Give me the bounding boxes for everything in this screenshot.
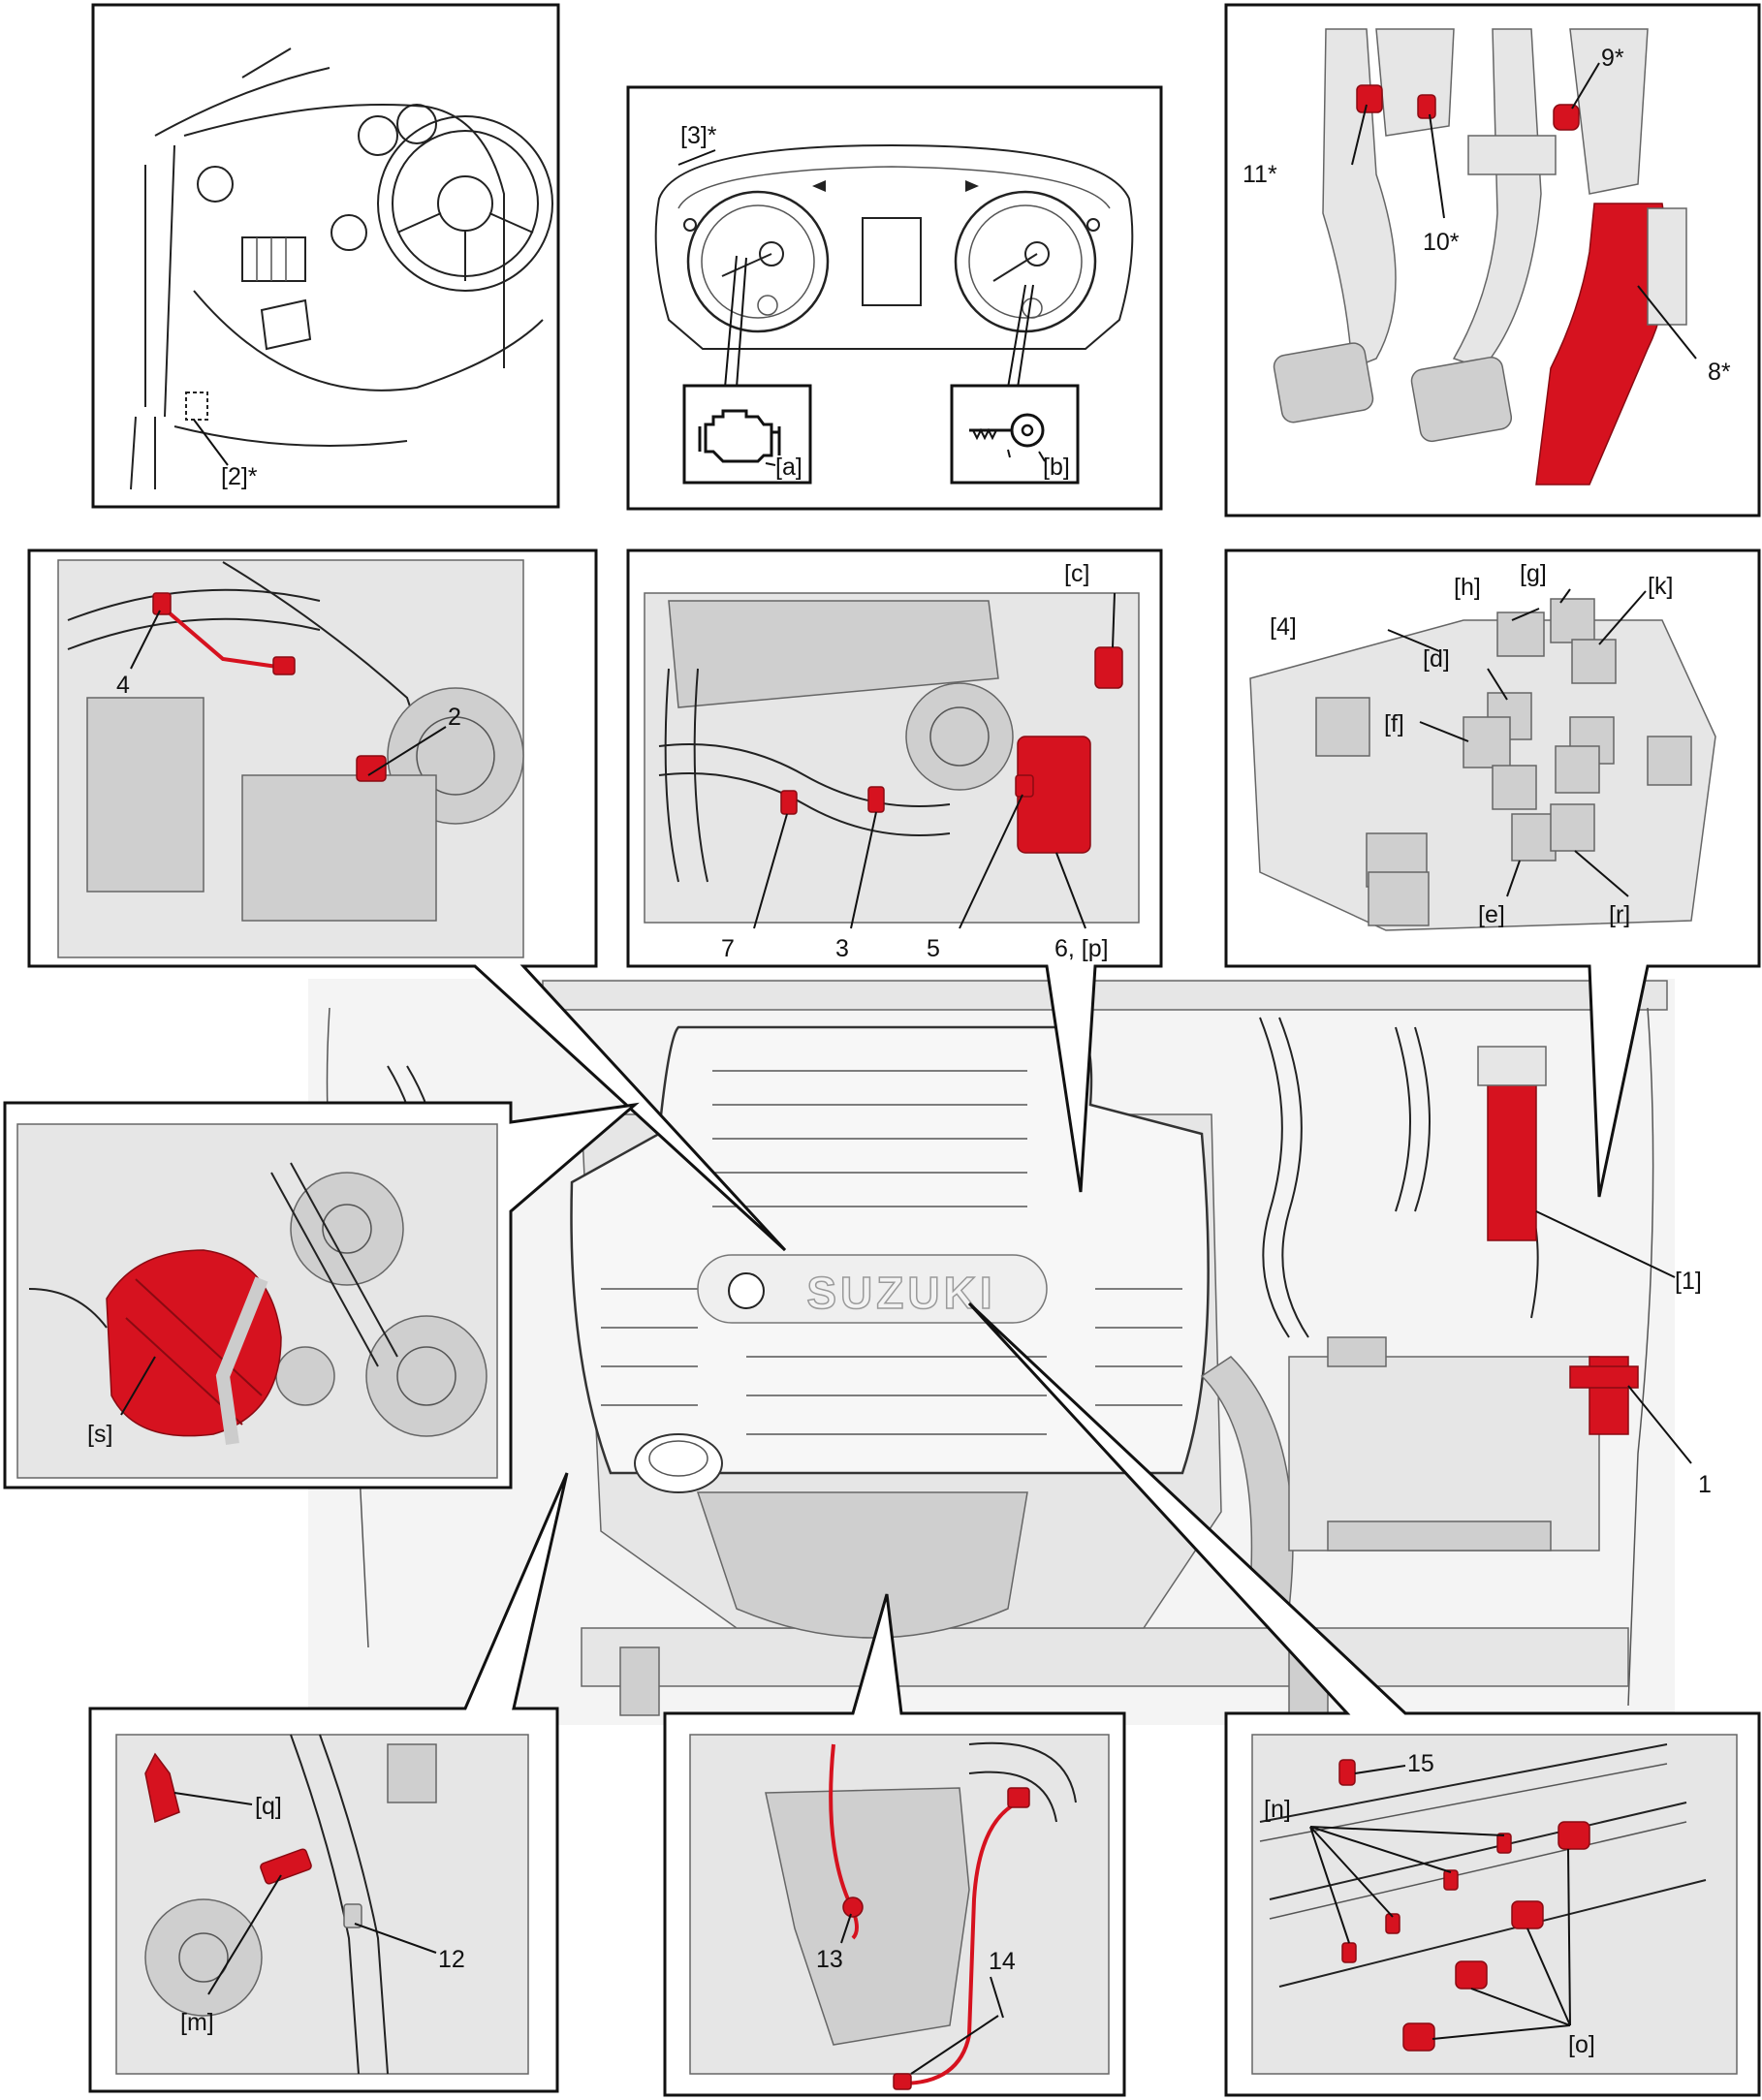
callout-f: [f]	[1384, 710, 1404, 737]
callout-4: 4	[116, 672, 130, 699]
callout-g: [g]	[1520, 560, 1547, 587]
callout-s: [s]	[87, 1421, 112, 1448]
oxygen-sensor-14	[894, 2074, 911, 2089]
callout-15: 15	[1407, 1750, 1434, 1777]
oxygen-sensor-13	[843, 1897, 863, 1917]
callout-h: [h]	[1454, 574, 1481, 601]
callout-1: 1	[1698, 1471, 1712, 1498]
callout-7: 7	[721, 935, 735, 962]
callout-n: [n]	[1264, 1796, 1291, 1823]
callout-12: 12	[438, 1946, 465, 1973]
callout-d: [d]	[1423, 645, 1450, 673]
callout-2: 2	[448, 704, 461, 731]
panel-pedals: 11* 10* 9* 8*	[1226, 5, 1759, 516]
callout-3-star: [3]*	[680, 122, 717, 149]
callout-14: 14	[989, 1948, 1016, 1975]
callout-q: [q]	[255, 1793, 282, 1820]
callout-2-star: [2]*	[221, 463, 258, 490]
callout-e: [e]	[1478, 901, 1505, 928]
sensor-3	[868, 787, 884, 812]
callout-b: [b]	[1043, 454, 1070, 481]
callout-11-star: 11*	[1243, 161, 1277, 188]
callout-m: [m]	[180, 2009, 214, 2036]
check-engine-box: [a]	[684, 386, 810, 483]
callout-c: [c]	[1064, 560, 1089, 587]
callout-o: [o]	[1568, 2031, 1595, 2058]
sensor-11	[1357, 85, 1382, 112]
callout-8-star: 8*	[1708, 359, 1731, 386]
sensor-9	[1554, 105, 1579, 130]
connector-2	[357, 756, 386, 781]
callout-4-bracket: [4]	[1270, 613, 1297, 641]
connector-c	[1095, 647, 1122, 688]
panel-interior-dashboard: [2]*	[93, 5, 558, 507]
callout-13: 13	[816, 1946, 843, 1973]
callout-10-star: 10*	[1423, 229, 1460, 256]
callout-r: [r]	[1609, 901, 1630, 928]
callout-k: [k]	[1648, 573, 1673, 600]
callout-3: 3	[835, 935, 849, 962]
callout-5: 5	[927, 935, 940, 962]
sensor-7	[781, 791, 797, 814]
callout-6-p: 6, [p]	[1054, 935, 1109, 962]
callout-a: [a]	[775, 454, 802, 481]
sensor-15	[1339, 1760, 1355, 1785]
sensor-10	[1418, 95, 1435, 118]
immobilizer-box: [b]	[952, 386, 1078, 483]
callout-9-star: 9*	[1601, 45, 1624, 72]
callout-1-bracket: [1]	[1675, 1268, 1702, 1295]
sensor-5	[1016, 775, 1033, 797]
logo-text: SUZUKI	[806, 1268, 995, 1318]
panel-combination-meter: [3]* [a] [b]	[628, 87, 1161, 509]
